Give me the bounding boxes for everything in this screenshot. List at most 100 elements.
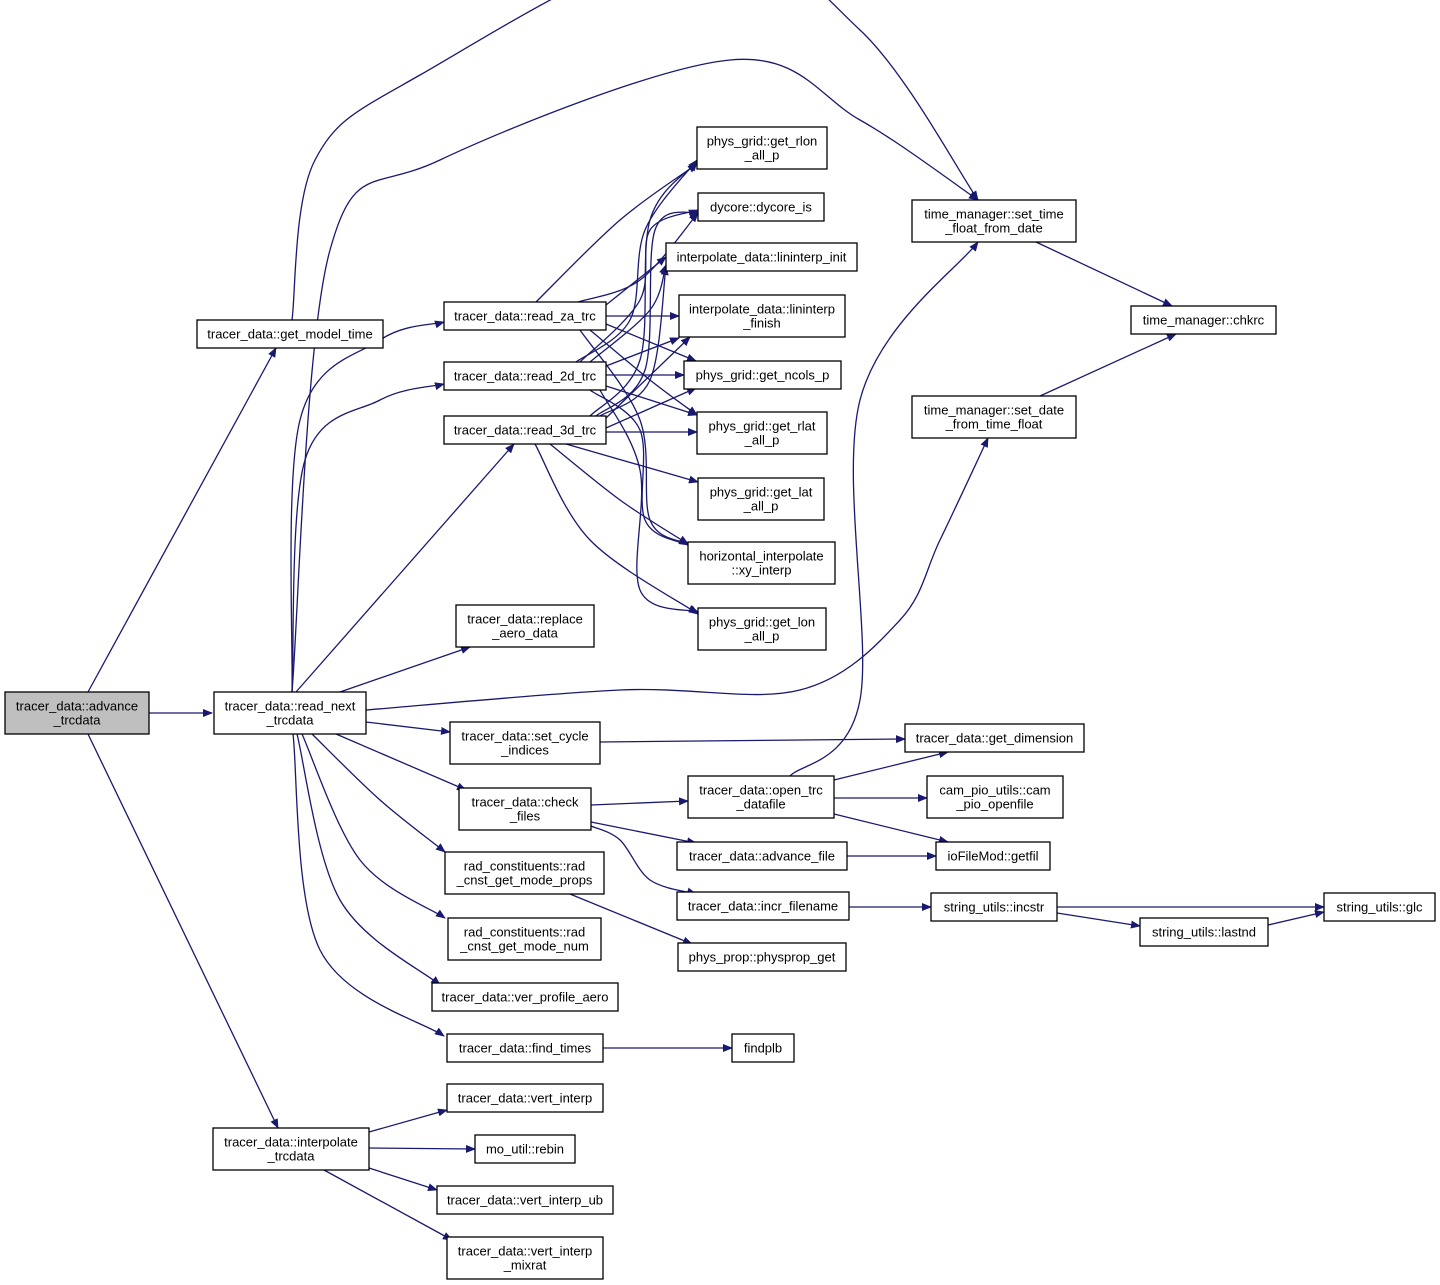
node-set-cycle-indices[interactable]: tracer_data::set_cycle_indices — [449, 721, 601, 765]
edge-read_next_trcdata-to-find_times — [292, 733, 445, 1037]
edge-check_files-to-incr_filename — [590, 825, 697, 896]
node-get-dimension[interactable]: tracer_data::get_dimension — [904, 723, 1085, 753]
edge-line — [605, 385, 698, 417]
node-label: tracer_data::read_3d_trc — [454, 423, 597, 438]
node-read-za-trc[interactable]: tracer_data::read_za_trc — [443, 301, 607, 331]
node-lininterp-init[interactable]: interpolate_data::lininterp_init — [665, 242, 858, 272]
node-xy-interp[interactable]: horizontal_interpolate::xy_interp — [687, 541, 836, 585]
node-box — [697, 192, 825, 222]
node-label: tracer_data::get_dimension — [916, 731, 1074, 746]
node-vert-interp[interactable]: tracer_data::vert_interp — [446, 1083, 604, 1113]
node-check-files[interactable]: tracer_data::check_files — [458, 787, 592, 831]
edge-set_cycle_indices-to-get_dimension — [599, 735, 906, 744]
node-label: tracer_data::incr_filename — [688, 899, 838, 914]
node-read-2d-trc[interactable]: tracer_data::read_2d_trc — [443, 361, 607, 391]
edge-read_2d_trc-to-dycore_is — [579, 209, 699, 363]
edge-get_model_time-to-set_time_float_from_date — [291, 0, 979, 321]
node-box — [687, 541, 836, 585]
node-box — [4, 691, 150, 735]
edge-line — [605, 387, 697, 429]
node-label: tracer_data::read_2d_trc — [454, 369, 597, 384]
node-label: tracer_data::replace — [467, 612, 583, 627]
node-label: phys_grid::get_lat — [710, 485, 813, 500]
node-label: interpolate_data::lininterp — [689, 302, 835, 317]
edge-line — [295, 443, 515, 693]
edge-read_za_trc-to-lininterp_init — [605, 256, 667, 306]
node-open-trc-datafile[interactable]: tracer_data::open_trc_datafile — [687, 775, 835, 819]
node-box — [455, 604, 595, 648]
node-rad-cnst-get-mode-num[interactable]: rad_constituents::rad_cnst_get_mode_num — [447, 917, 602, 961]
node-glc[interactable]: string_utils::glc — [1323, 892, 1436, 922]
node-box — [449, 721, 601, 765]
edge-line — [301, 733, 446, 919]
node-set-time-float-from-date[interactable]: time_manager::set_time_float_from_date — [911, 199, 1077, 243]
node-box — [731, 1033, 795, 1063]
edge-line — [605, 323, 697, 362]
node-incstr[interactable]: string_utils::incstr — [930, 892, 1058, 922]
edge-read_2d_trc-to-get_rlat_all_p — [605, 385, 698, 417]
node-label: phys_prop::physprop_get — [689, 950, 836, 965]
edge-read_za_trc-to-get_rlon_all_p — [535, 163, 698, 303]
node-label: ioFileMod::getfil — [947, 849, 1038, 864]
node-vert-interp-ub[interactable]: tracer_data::vert_interp_ub — [436, 1185, 614, 1215]
node-get-model-time[interactable]: tracer_data::get_model_time — [196, 319, 384, 349]
node-interpolate-trcdata[interactable]: tracer_data::interpolate_trcdata — [212, 1127, 370, 1171]
edge-line — [590, 825, 697, 896]
node-label: _cnst_get_mode_num — [459, 939, 589, 954]
node-label: _all_p — [744, 148, 780, 163]
edge-read_za_trc-to-dycore_is — [577, 212, 699, 303]
node-box — [676, 841, 848, 871]
node-box — [431, 982, 619, 1012]
node-replace-aero-data[interactable]: tracer_data::replace_aero_data — [455, 604, 595, 648]
node-get-ncols-p[interactable]: phys_grid::get_ncols_p — [683, 360, 842, 390]
node-rebin[interactable]: mo_util::rebin — [474, 1134, 576, 1164]
node-read-next-trcdata[interactable]: tracer_data::read_next_trcdata — [213, 691, 367, 735]
node-lastnd[interactable]: string_utils::lastnd — [1139, 917, 1269, 947]
node-lininterp-finish[interactable]: interpolate_data::lininterp_finish — [678, 294, 846, 338]
node-getfil[interactable]: ioFileMod::getfil — [935, 841, 1051, 871]
node-label: mo_util::rebin — [486, 1142, 564, 1157]
node-chkrc[interactable]: time_manager::chkrc — [1130, 305, 1277, 335]
node-advance-file[interactable]: tracer_data::advance_file — [676, 841, 848, 871]
node-box — [1323, 892, 1436, 922]
edge-read_2d_trc-to-get_lon_all_p — [599, 389, 699, 613]
node-read-3d-trc[interactable]: tracer_data::read_3d_trc — [443, 415, 607, 445]
node-dycore-is[interactable]: dycore::dycore_is — [697, 192, 825, 222]
edge-line — [534, 443, 699, 615]
edge-line — [549, 443, 689, 545]
edge-open_trc_datafile-to-getfil — [833, 813, 949, 844]
node-label: _all_p — [744, 433, 780, 448]
node-find-times[interactable]: tracer_data::find_times — [446, 1033, 604, 1063]
node-box — [447, 917, 602, 961]
node-get-lat-all-p[interactable]: phys_grid::get_lat_all_p — [697, 477, 825, 521]
node-rad-cnst-get-mode-props[interactable]: rad_constituents::rad_cnst_get_mode_prop… — [444, 851, 605, 895]
node-box — [213, 691, 367, 735]
node-cam-pio-openfile[interactable]: cam_pio_utils::cam_pio_openfile — [926, 775, 1064, 819]
node-set-date-from-time-float[interactable]: time_manager::set_date_from_time_float — [911, 395, 1077, 439]
edge-line — [292, 733, 445, 1037]
node-label: string_utils::glc — [1337, 900, 1423, 915]
node-physprop-get[interactable]: phys_prop::physprop_get — [677, 942, 847, 972]
edge-line — [595, 211, 699, 417]
node-label: _trcdata — [266, 713, 315, 728]
node-findplb[interactable]: findplb — [731, 1033, 795, 1063]
edge-read_next_trcdata-to-set_cycle_indices — [365, 721, 451, 735]
edge-read_next_trcdata-to-read_za_trc — [290, 320, 445, 693]
node-ver-profile-aero[interactable]: tracer_data::ver_profile_aero — [431, 982, 619, 1012]
node-get-rlat-all-p[interactable]: phys_grid::get_rlat_all_p — [696, 411, 828, 455]
edge-advance_trcdata-to-interpolate_trcdata — [87, 733, 279, 1129]
node-incr-filename[interactable]: tracer_data::incr_filename — [676, 891, 850, 921]
node-box — [904, 723, 1085, 753]
edge-read_3d_trc-to-lininterp_finish — [605, 336, 691, 419]
node-box — [696, 126, 828, 170]
node-get-lon-all-p[interactable]: phys_grid::get_lon_all_p — [697, 607, 827, 651]
node-advance-trcdata[interactable]: tracer_data::advance_trcdata — [4, 691, 150, 735]
edge-read_2d_trc-to-get_rlon_all_p — [575, 159, 698, 363]
edge-read_next_trcdata-to-read_2d_trc — [291, 382, 445, 693]
node-box — [444, 851, 605, 895]
node-box — [446, 1033, 604, 1063]
node-vert-interp-mixrat[interactable]: tracer_data::vert_interp_mixrat — [446, 1236, 604, 1280]
node-box — [458, 787, 592, 831]
node-get-rlon-all-p[interactable]: phys_grid::get_rlon_all_p — [696, 126, 828, 170]
